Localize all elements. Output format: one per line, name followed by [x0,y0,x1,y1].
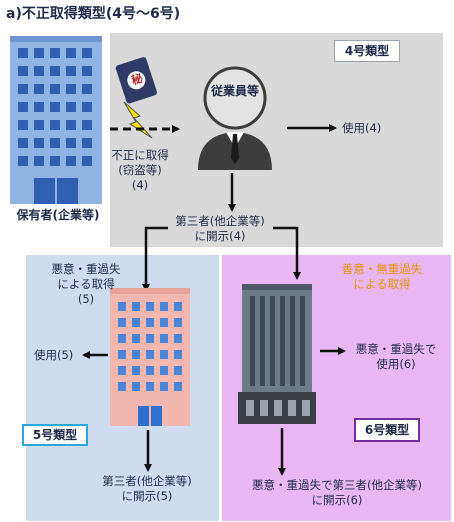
holder-building-icon [10,36,102,204]
acquire-label: 不正に取得(窃盗等)(4) [111,148,169,192]
company-6-building-icon [238,284,316,424]
malice-5-label: 悪意・重過失による取得(5) [51,262,121,306]
employee-icon [198,66,272,170]
use-5-label: 使用(5) [34,348,74,362]
tag-type-5: 5号類型 [22,424,88,446]
tag-type-4: 4号類型 [334,40,400,62]
secret-document-icon [115,57,157,104]
disclose-4-label: 第三者(他企業等)に開示(4) [175,214,265,243]
use-4-label: 使用(4) [342,121,382,135]
diagram-title: a)不正取得類型(4号〜6号) [6,6,181,22]
disclose-5-label: 第三者(他企業等)に開示(5) [102,474,192,503]
holder-label: 保有者(企業等) [16,208,100,222]
disclose-6-label: 悪意・重過失で第三者(他企業等)に開示(6) [252,478,422,507]
use-6-label: 悪意・重過失で使用(6) [355,342,437,371]
company-5-building-icon [110,288,190,426]
lightning-icon [123,101,153,139]
panel-type-4 [110,33,443,247]
employee-label: 従業員等 [210,84,259,98]
tag-type-6: 6号類型 [354,418,420,442]
good-faith-6-label: 善意・無重過失による取得 [341,262,423,291]
